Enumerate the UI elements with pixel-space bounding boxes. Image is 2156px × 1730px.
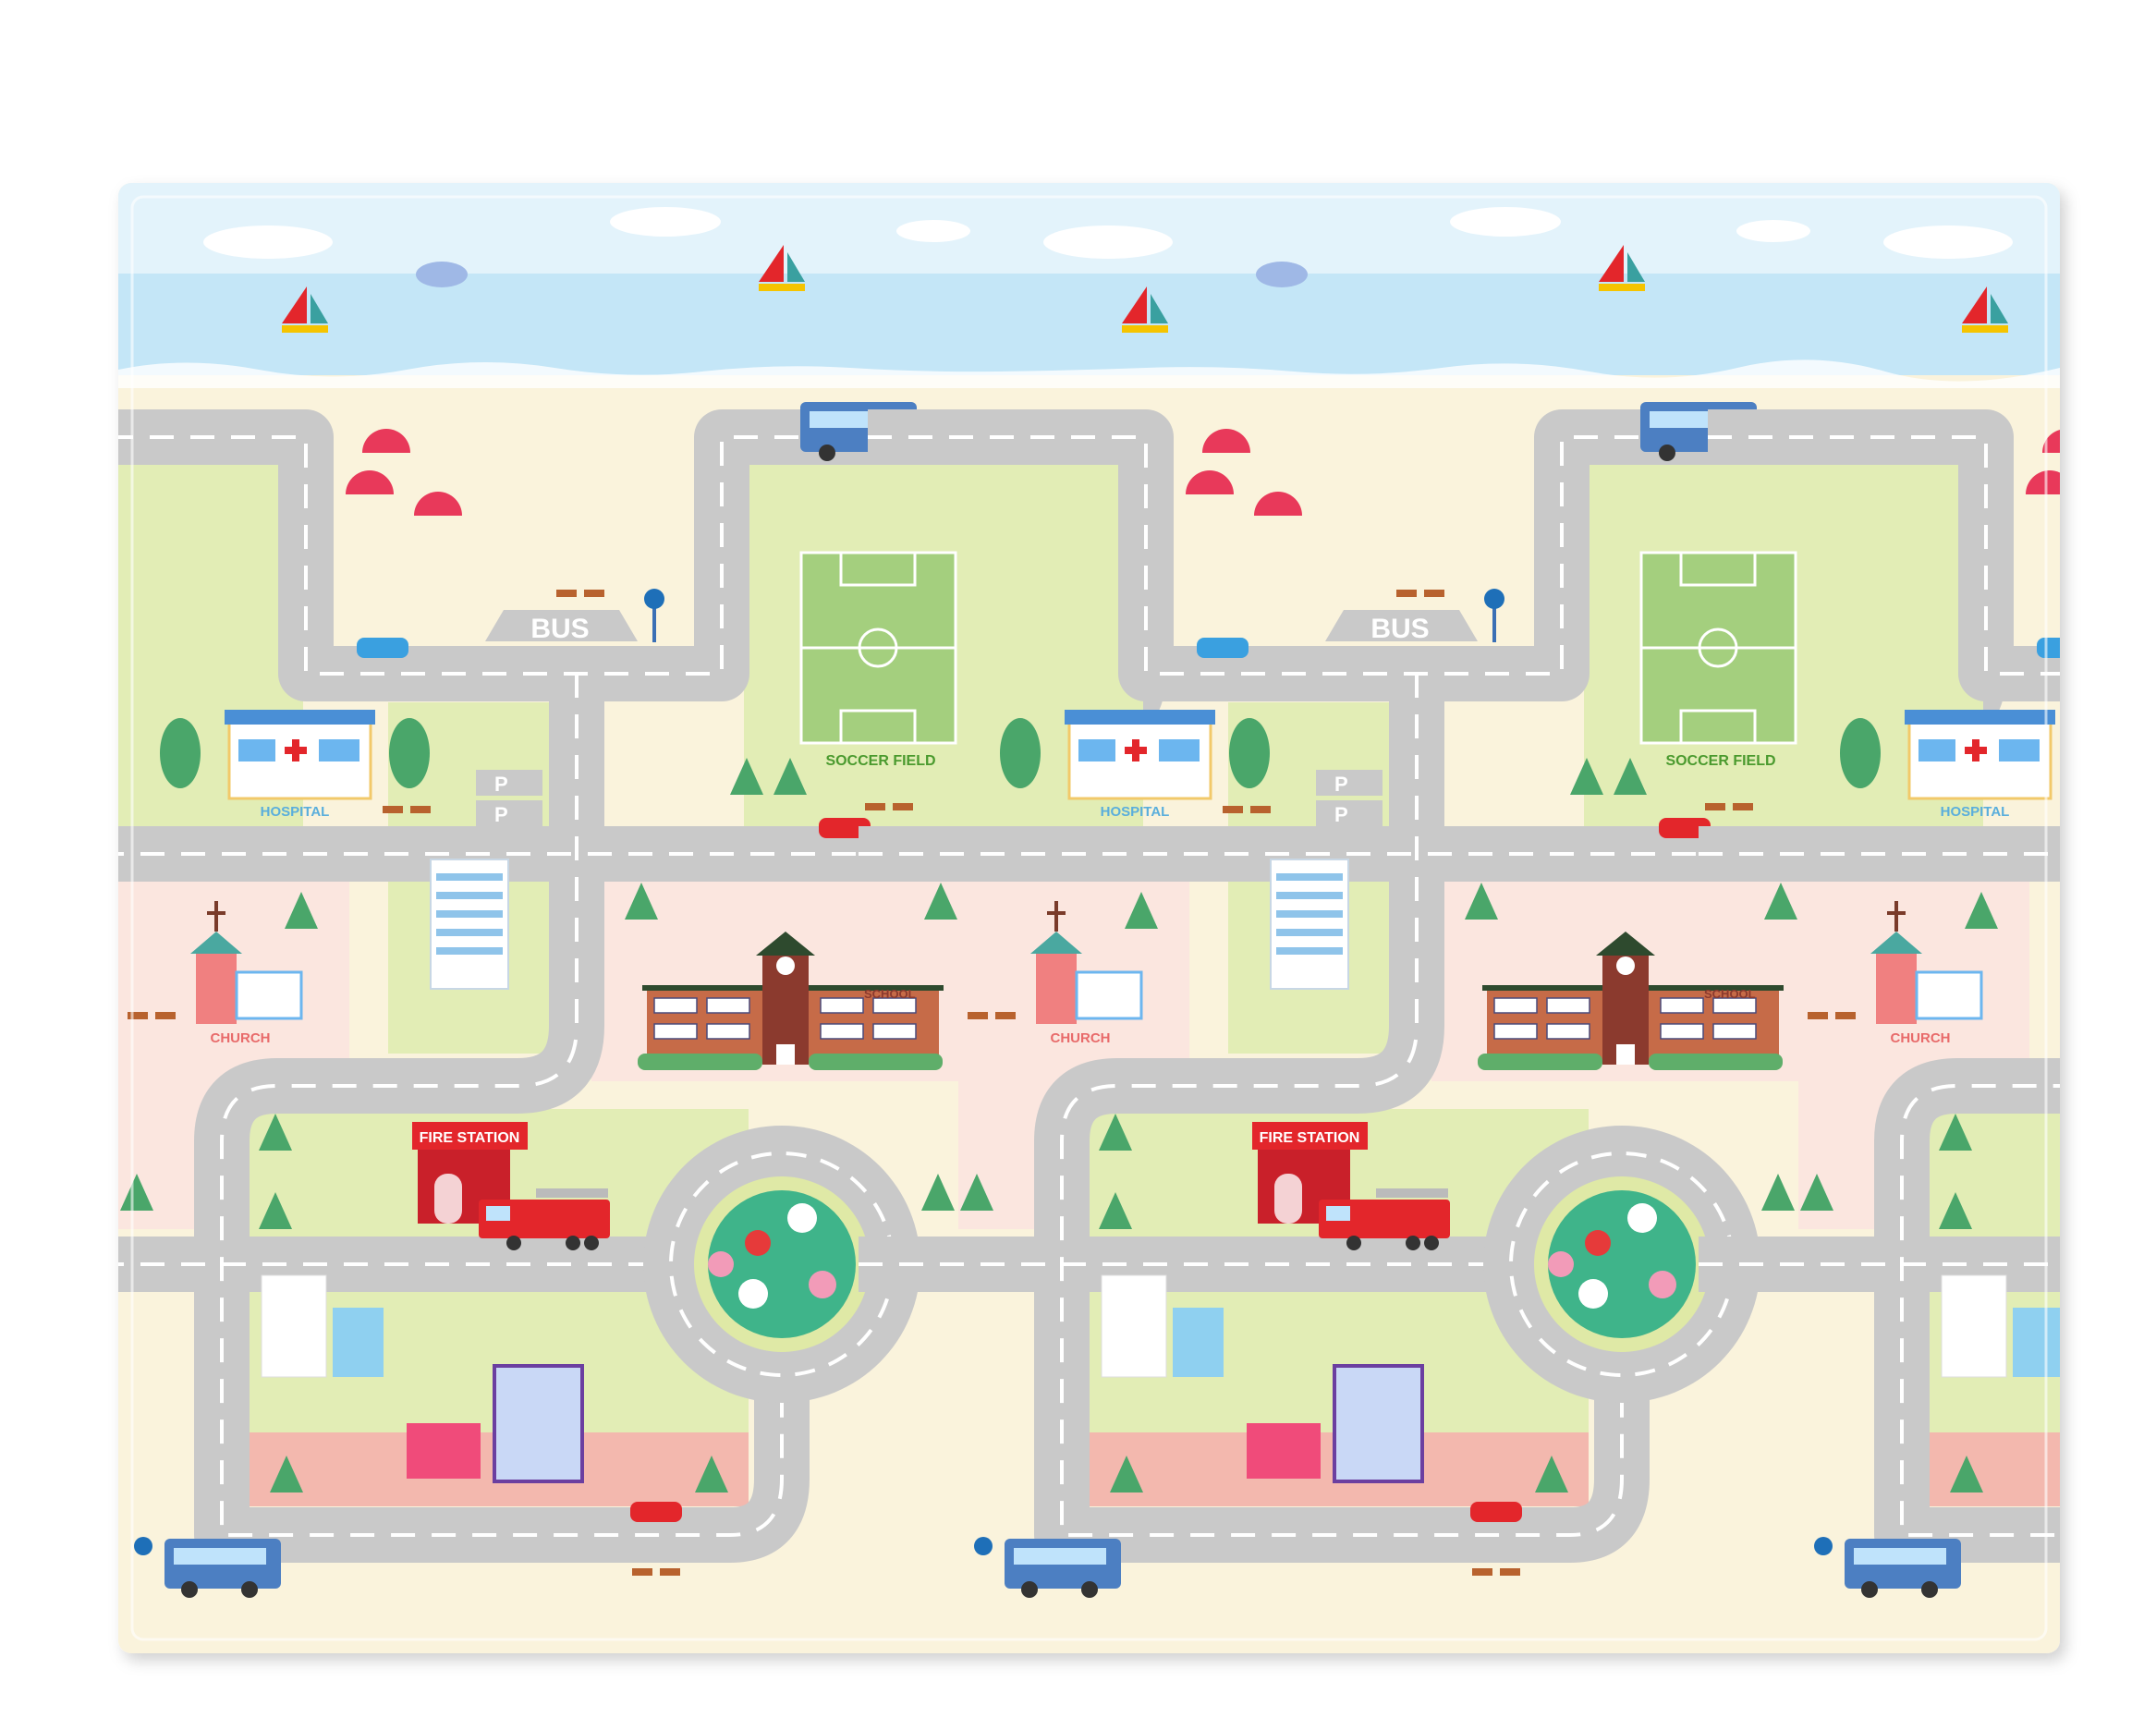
school-label: SCHOOL (864, 987, 916, 1001)
bus-road-label: BUS (530, 614, 589, 644)
parking-label: P (494, 773, 508, 796)
car-icon (357, 638, 408, 658)
apartment-building (333, 1308, 384, 1377)
car-icon (630, 1502, 682, 1522)
office-building (430, 859, 509, 990)
bus-icon (164, 1539, 281, 1598)
parking-label: P (494, 803, 508, 826)
parking-spaces: P P (476, 770, 542, 826)
bus-stop: BUS (485, 589, 664, 644)
sailboat-icon (282, 286, 328, 333)
waves (118, 359, 2060, 388)
bus-stop-sign-icon (134, 1537, 152, 1555)
fire-station-label: FIRE STATION (420, 1130, 520, 1146)
fire-truck-icon (479, 1188, 610, 1250)
benches (128, 590, 913, 1576)
roundabout (643, 1126, 920, 1403)
flower-icon (738, 1279, 768, 1309)
flower-icon (745, 1230, 771, 1256)
whale-icon (416, 262, 468, 287)
school: SCHOOL (638, 932, 944, 1070)
trees (120, 718, 957, 1492)
sea (118, 274, 2060, 375)
flower-icon (809, 1271, 836, 1298)
church: CHURCH (190, 901, 303, 1046)
soccer-field-label: SOCCER FIELD (825, 753, 935, 769)
bus-stop-sign-icon (644, 589, 664, 609)
sailboat-icon (759, 245, 805, 291)
car-icon (819, 818, 871, 838)
apartment-building (261, 1274, 327, 1378)
shop-building (407, 1423, 481, 1479)
flower-icon (787, 1203, 817, 1233)
apartment-building (493, 1364, 584, 1483)
clouds (203, 207, 970, 259)
hospital-label: HOSPITAL (261, 804, 330, 820)
mat-inner-edge (130, 195, 2048, 1641)
beach-umbrellas (346, 429, 462, 516)
soccer-field: SOCCER FIELD (799, 551, 957, 769)
flower-icon (708, 1251, 734, 1277)
hospital: HOSPITAL (225, 710, 375, 820)
church-label: CHURCH (211, 1030, 271, 1046)
